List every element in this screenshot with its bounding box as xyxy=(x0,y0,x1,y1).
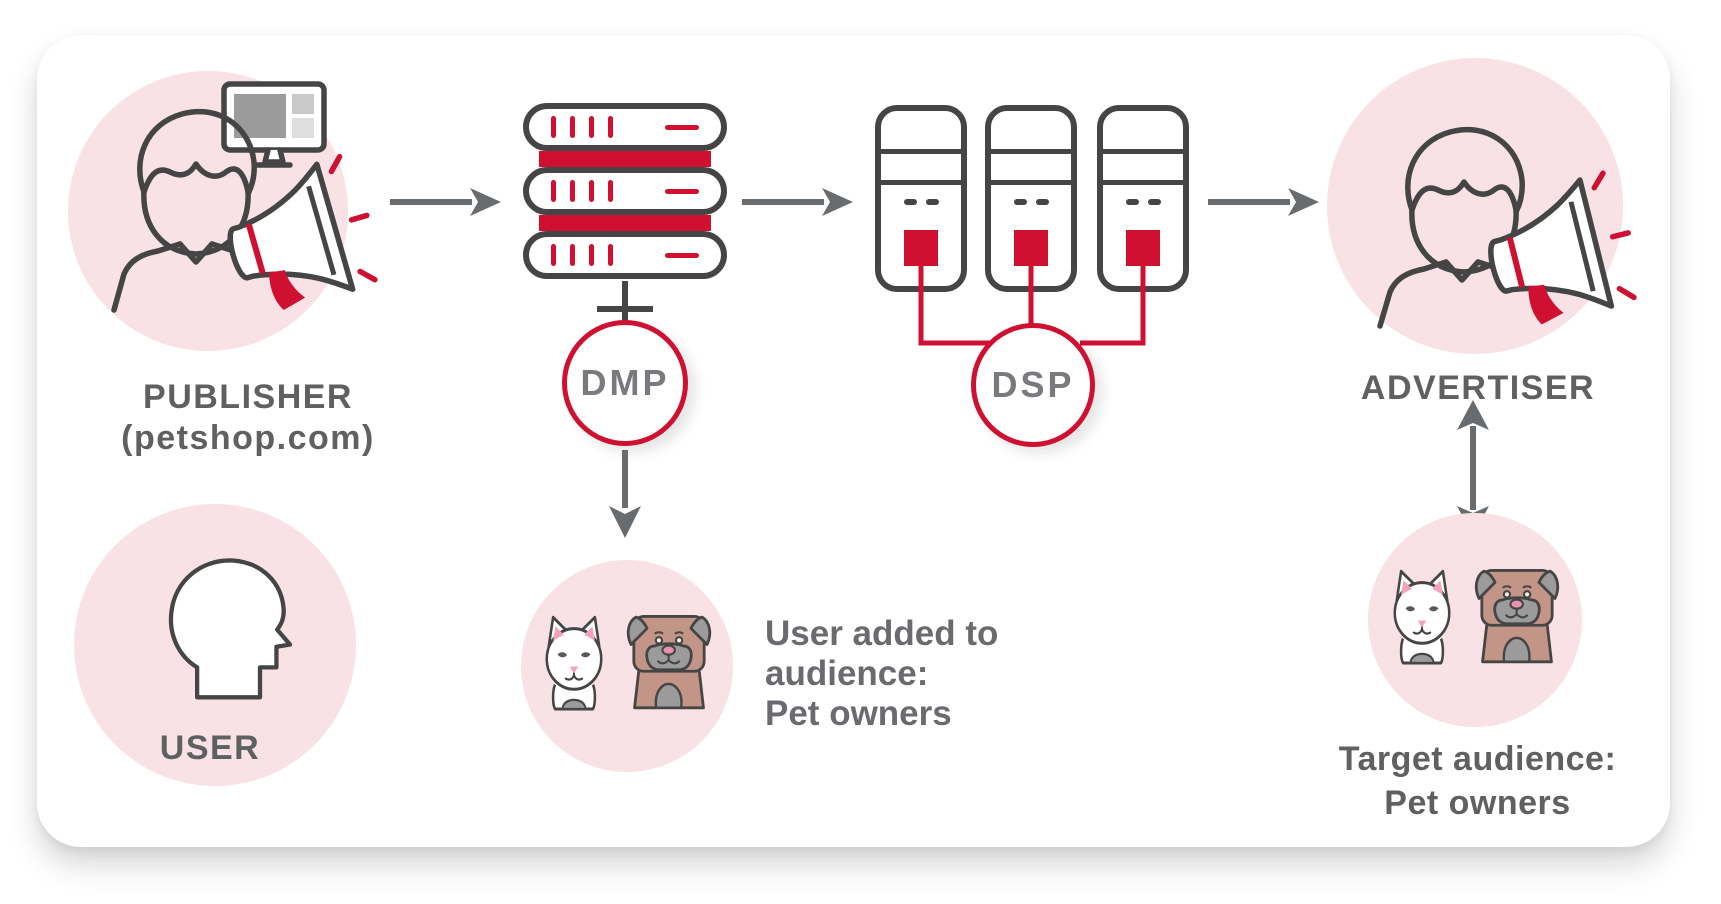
person-outline xyxy=(1377,126,1531,329)
server-band xyxy=(539,151,711,167)
cat-icon xyxy=(545,615,603,711)
server-unit xyxy=(523,167,727,215)
server-unit xyxy=(523,103,727,151)
head-profile-icon xyxy=(168,558,293,700)
arrow-dmp-to-audience xyxy=(609,450,641,538)
dog-icon xyxy=(1474,569,1560,664)
dmp-node: DMP xyxy=(562,320,688,446)
person-with-megaphone-and-monitor-icon xyxy=(111,81,378,313)
note-line: Pet owners xyxy=(765,694,952,733)
note-line: audience: xyxy=(765,654,929,693)
dsp-connectors xyxy=(918,264,1146,346)
advertiser-label: ADVERTISER xyxy=(1360,369,1596,407)
person-with-megaphone-icon xyxy=(1377,126,1637,329)
dmp-label: DMP xyxy=(580,362,670,403)
note-line: User added to xyxy=(765,614,999,653)
dsp-node: DSP xyxy=(971,323,1095,447)
arrow-dsp-to-advertiser xyxy=(1208,188,1319,216)
tower-port xyxy=(904,230,938,266)
target-audience-line: Pet owners xyxy=(1384,784,1571,822)
arrow-publisher-to-dmp xyxy=(390,188,501,216)
dog-icon xyxy=(626,615,712,710)
dmp-audience-note: User added to audience: Pet owners xyxy=(765,614,1105,734)
user-label: USER xyxy=(159,729,261,767)
server-stack-icon xyxy=(523,103,727,279)
publisher-sublabel: (petshop.com) xyxy=(121,419,375,457)
tower-port xyxy=(1126,230,1160,266)
dmp-connector-stem xyxy=(622,281,628,323)
dsp-label: DSP xyxy=(991,364,1075,405)
server-band xyxy=(539,215,711,231)
dsp-tower xyxy=(1097,105,1189,292)
publisher-label: PUBLISHER xyxy=(143,378,353,416)
tower-port xyxy=(1014,230,1048,266)
monitor-screen xyxy=(234,94,314,138)
megaphone-icon xyxy=(1488,170,1637,325)
arrow-dmp-to-dsp xyxy=(742,188,853,216)
cat-icon xyxy=(1393,569,1451,665)
server-unit xyxy=(523,231,727,279)
publisher-label-block: PUBLISHER (petshop.com) xyxy=(78,377,418,459)
target-audience-line: Target audience: xyxy=(1338,740,1617,778)
megaphone-icon xyxy=(227,153,378,311)
dmp-connector-bar xyxy=(597,306,653,312)
target-audience-label: Target audience: Pet owners xyxy=(1305,737,1650,825)
